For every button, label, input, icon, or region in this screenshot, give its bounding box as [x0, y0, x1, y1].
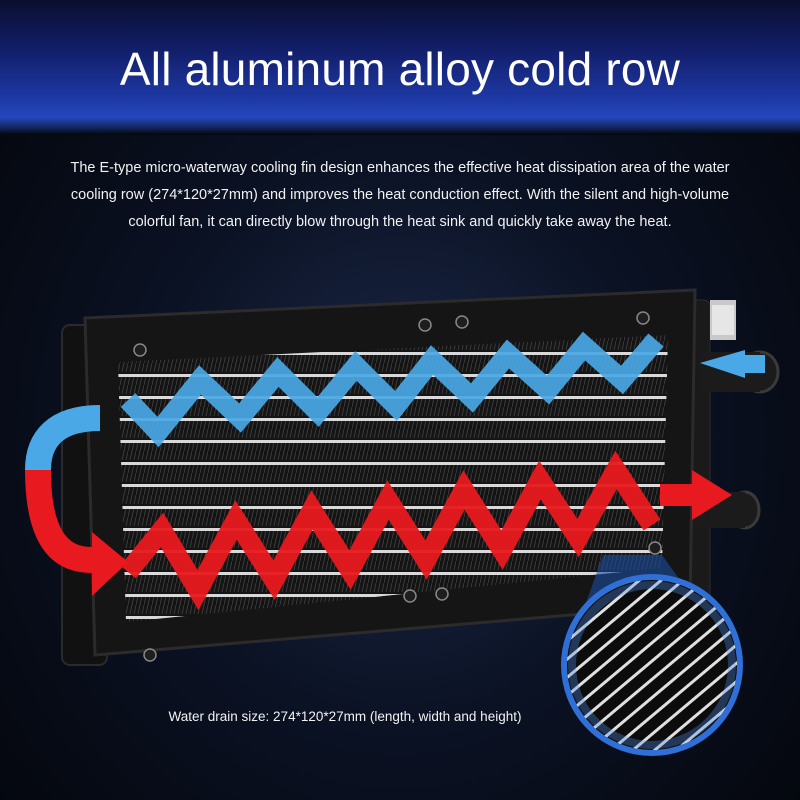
fin-zoom-lens: [561, 555, 743, 756]
u-turn-arrow: [25, 405, 101, 573]
page-title: All aluminum alloy cold row: [119, 43, 681, 95]
title-banner: [0, 0, 800, 135]
product-description: The E-type micro-waterway cooling fin de…: [70, 160, 730, 230]
size-caption: Water drain size: 274*120*27mm (length, …: [168, 709, 522, 724]
hot-flow-arrow: [120, 450, 732, 611]
cold-flow-arrow: [120, 331, 765, 448]
